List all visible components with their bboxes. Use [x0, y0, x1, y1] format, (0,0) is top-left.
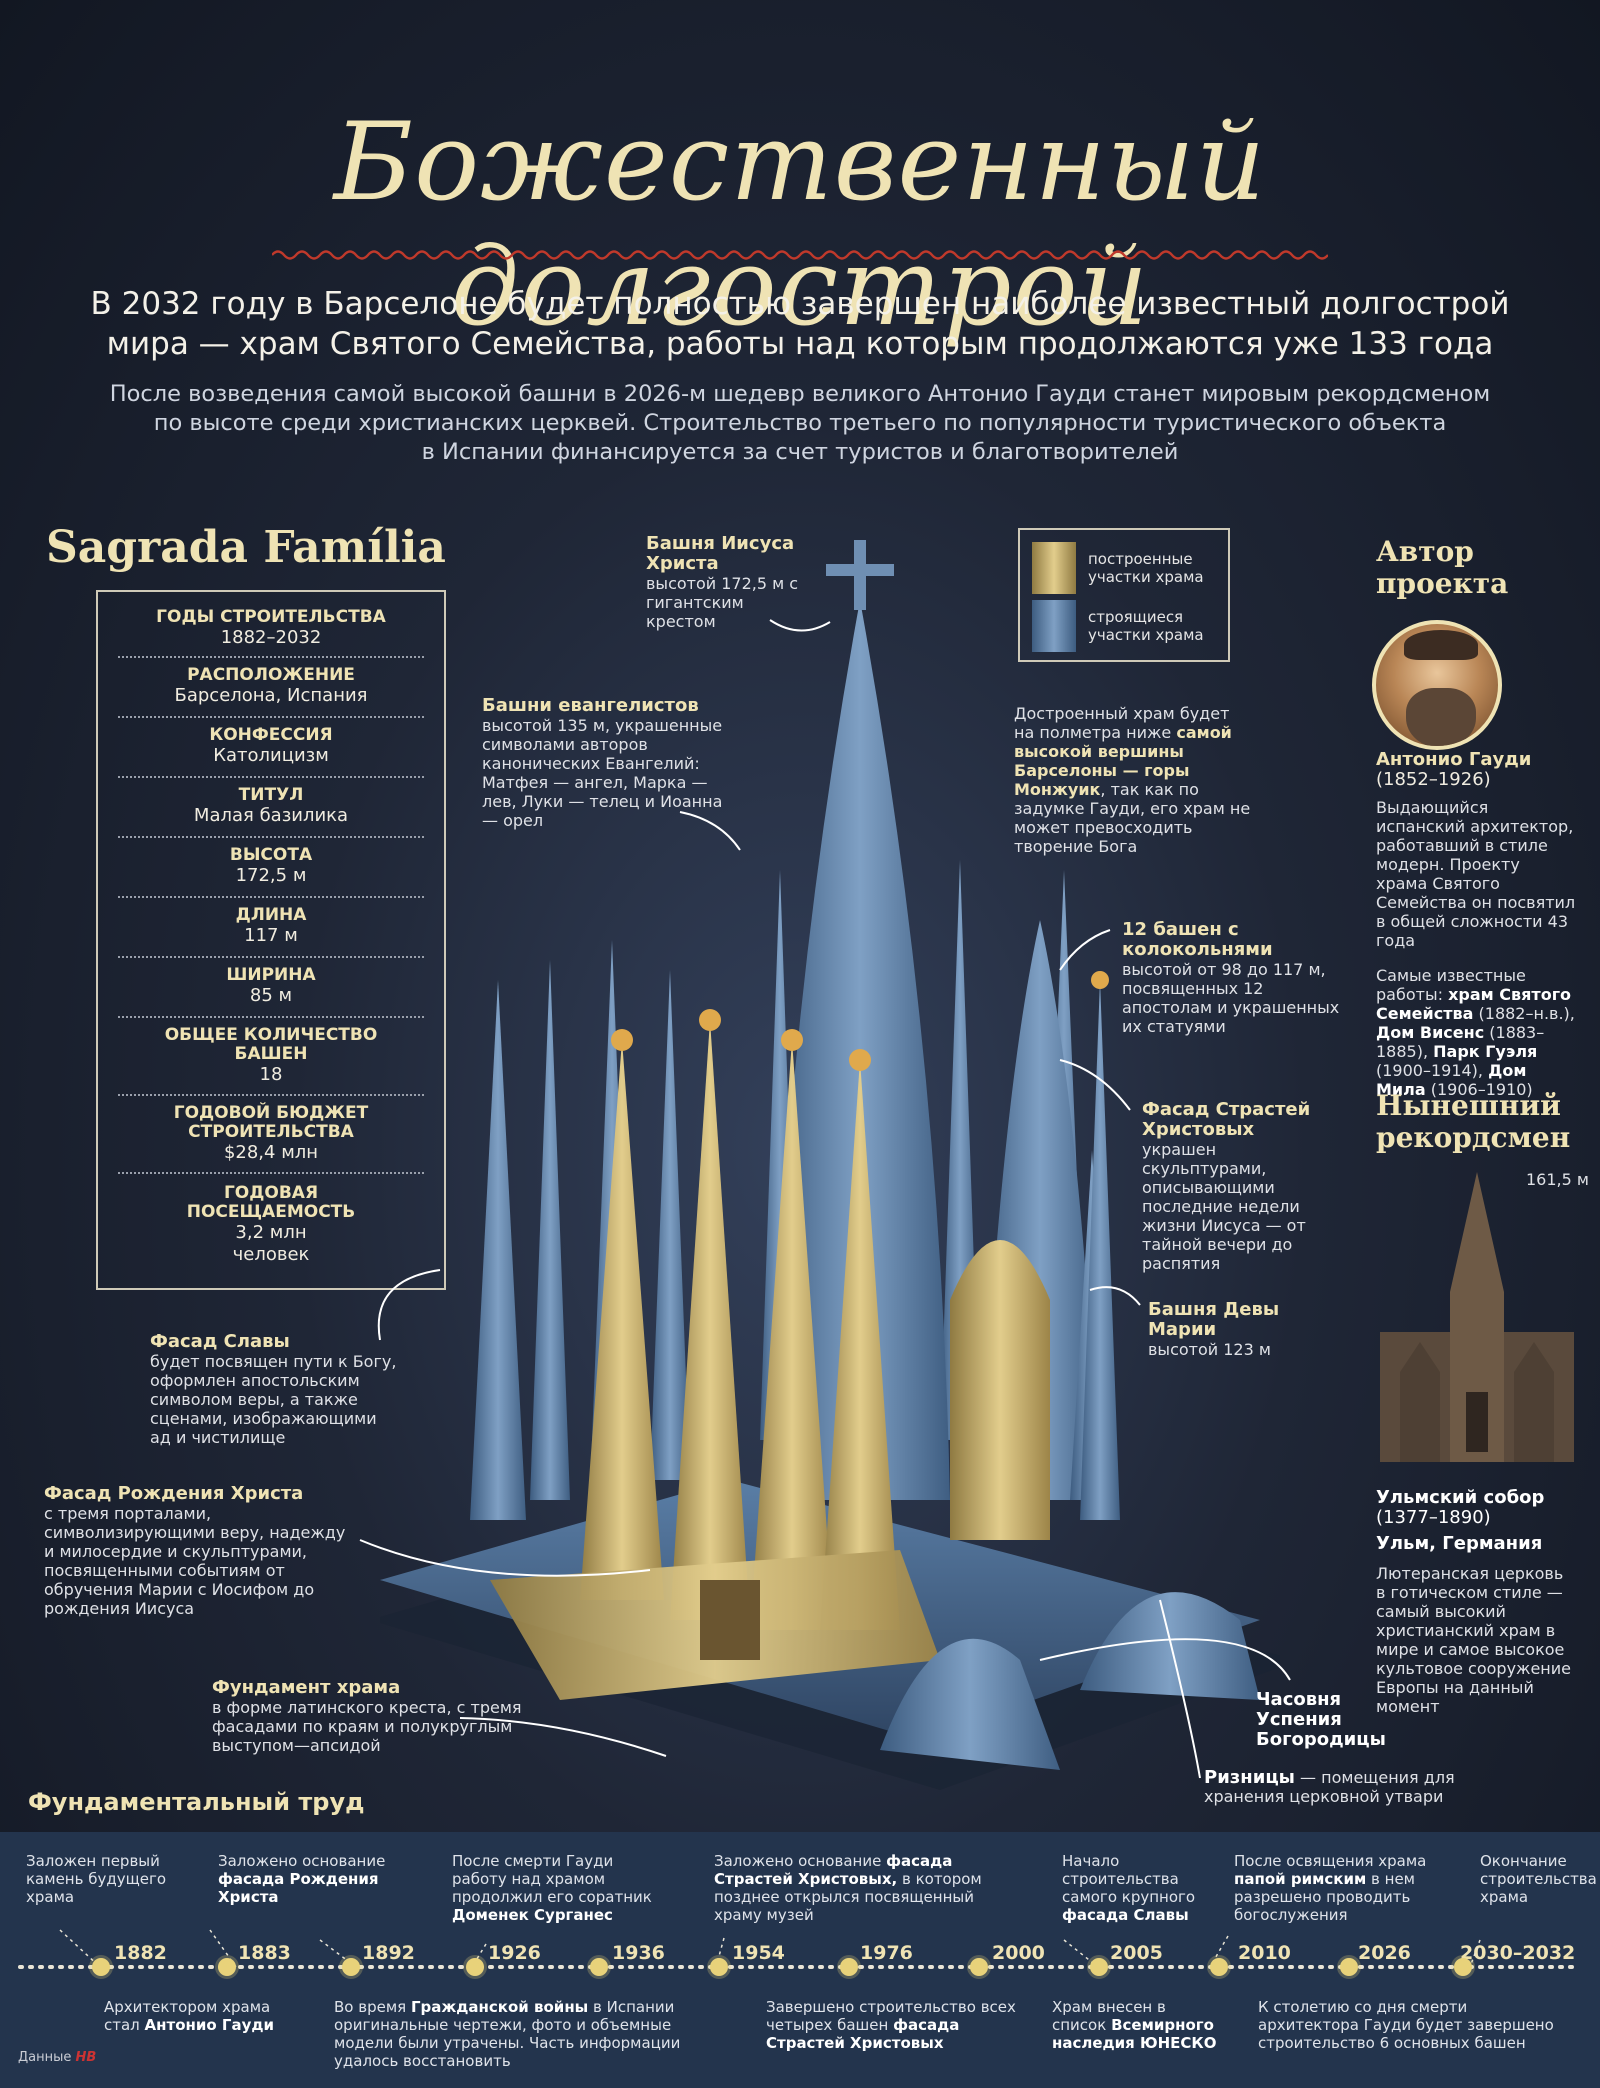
- sagrada-title: Sagrada Família: [46, 522, 446, 573]
- timeline-event-1883b: Архитектором храма стал Антонио Гауди: [104, 1998, 275, 2034]
- annotation-height-note: Достроенный храм будет на полметра ниже …: [1014, 704, 1251, 856]
- timeline-band: [0, 1832, 1600, 2088]
- year-1892: 1892: [362, 1942, 415, 1964]
- virgin-mary-tower: [950, 1240, 1050, 1540]
- timeline-event-2010: После освящения храма папой римским в не…: [1234, 1852, 1427, 1924]
- chapel-assumption: [880, 1638, 1060, 1770]
- timeline-event-2026: К столетию со дня смерти архитектора Гау…: [1258, 1998, 1554, 2052]
- fact-budget: ГОДОВОЙ БЮДЖЕТ СТРОИТЕЛЬСТВА$28,4 млн: [98, 1104, 444, 1174]
- glory-tower-1: [470, 980, 526, 1520]
- legend-swatch-building: [1032, 600, 1076, 652]
- legend-swatch-built: [1032, 542, 1076, 594]
- decorative-wave-divider: [272, 250, 1328, 260]
- legend: построенные участки храма строящиеся уча…: [1018, 528, 1230, 662]
- nativity-tower-2: [670, 1020, 750, 1620]
- finial-3: [781, 1029, 803, 1051]
- timeline-event-2005: Храм внесен в список Всемирного наследия…: [1052, 1998, 1217, 2052]
- annotation-sacristy: Ризницы — помещения для хранения церковн…: [1204, 1767, 1455, 1806]
- timeline-dot-2000: [970, 1958, 988, 1976]
- cross-icon: [826, 540, 894, 610]
- year-1882: 1882: [114, 1942, 167, 1964]
- author-block: Антонио Гауди (1852–1926) Выдающийся исп…: [1376, 749, 1576, 1100]
- timeline-dot-1892: [342, 1958, 360, 1976]
- page-title: Божественный долгострой: [333, 100, 1267, 350]
- finial-4: [849, 1049, 871, 1071]
- timeline-event-1926: После смерти Гауди работу над храмом про…: [452, 1852, 652, 1924]
- source-credit: Данные НВ: [18, 2050, 97, 2065]
- record-block: Ульмский собор (1377–1890) Ульм, Германи…: [1376, 1487, 1572, 1717]
- timeline-dot-1976: [840, 1958, 858, 1976]
- record-height: 161,5 м: [1526, 1170, 1589, 1189]
- timeline-dot-1936: [590, 1958, 608, 1976]
- ulm-minster-image: [1380, 1172, 1574, 1462]
- timeline-dot-1926: [466, 1958, 484, 1976]
- year-2000: 2000: [992, 1942, 1045, 1964]
- timeline-event-1936: Во время Гражданской войны в Испании ори…: [334, 1998, 681, 2070]
- nativity-portal: [700, 1580, 760, 1660]
- timeline-event-1976: Завершено строительство всех четырех баш…: [766, 1998, 1016, 2052]
- gaudi-portrait: [1372, 620, 1502, 750]
- annotation-chapel: Часовня Успения Богородицы: [1256, 1689, 1386, 1750]
- finial-1: [611, 1029, 633, 1051]
- timeline-dot-2005: [1090, 1958, 1108, 1976]
- timeline-header: Фундаментальный труд: [28, 1788, 365, 1816]
- timeline-event-1954: Заложено основание фасада Страстей Христ…: [714, 1852, 982, 1924]
- year-1936: 1936: [612, 1942, 665, 1964]
- timeline-event-2000: Начало строительства самого крупного фас…: [1062, 1852, 1196, 1924]
- year-2005: 2005: [1110, 1942, 1163, 1964]
- timeline-dot-2030: [1454, 1958, 1472, 1976]
- glory-tower-2: [530, 960, 570, 1500]
- sub-paragraph: После возведения самой высокой башни в 2…: [109, 381, 1491, 465]
- bell-tower-right: [1080, 980, 1120, 1520]
- year-2030-2032: 2030–2032: [1460, 1942, 1576, 1964]
- year-1883: 1883: [238, 1942, 291, 1964]
- nativity-tower-3: [750, 1040, 834, 1630]
- year-1954: 1954: [732, 1942, 785, 1964]
- record-header: Нынешний рекордсмен: [1376, 1089, 1571, 1154]
- year-1976: 1976: [860, 1942, 913, 1964]
- glory-tower-4: [650, 970, 690, 1480]
- lead-paragraph: В 2032 году в Барселоне будет полностью …: [90, 286, 1510, 362]
- timeline-event-1883: Заложено основание фасада Рождения Христ…: [218, 1852, 386, 1906]
- year-2026: 2026: [1358, 1942, 1411, 1964]
- year-2010: 2010: [1238, 1942, 1291, 1964]
- nativity-tower-4: [820, 1060, 900, 1630]
- timeline-dot-2026: [1340, 1958, 1358, 1976]
- author-header: Автор проекта: [1376, 535, 1509, 600]
- year-1926: 1926: [488, 1942, 541, 1964]
- timeline-dot-1882: [92, 1958, 110, 1976]
- nativity-tower-1: [580, 1040, 664, 1600]
- timeline-dot-2010: [1210, 1958, 1228, 1976]
- timeline-dot-1883: [218, 1958, 236, 1976]
- timeline-dot-1954: [710, 1958, 728, 1976]
- finial-2: [699, 1009, 721, 1031]
- timeline-event-1882: Заложен первый камень будущего храма: [26, 1852, 167, 1906]
- timeline-event-2030: Окончание строительства храма: [1480, 1852, 1597, 1906]
- finial-5: [1091, 971, 1109, 989]
